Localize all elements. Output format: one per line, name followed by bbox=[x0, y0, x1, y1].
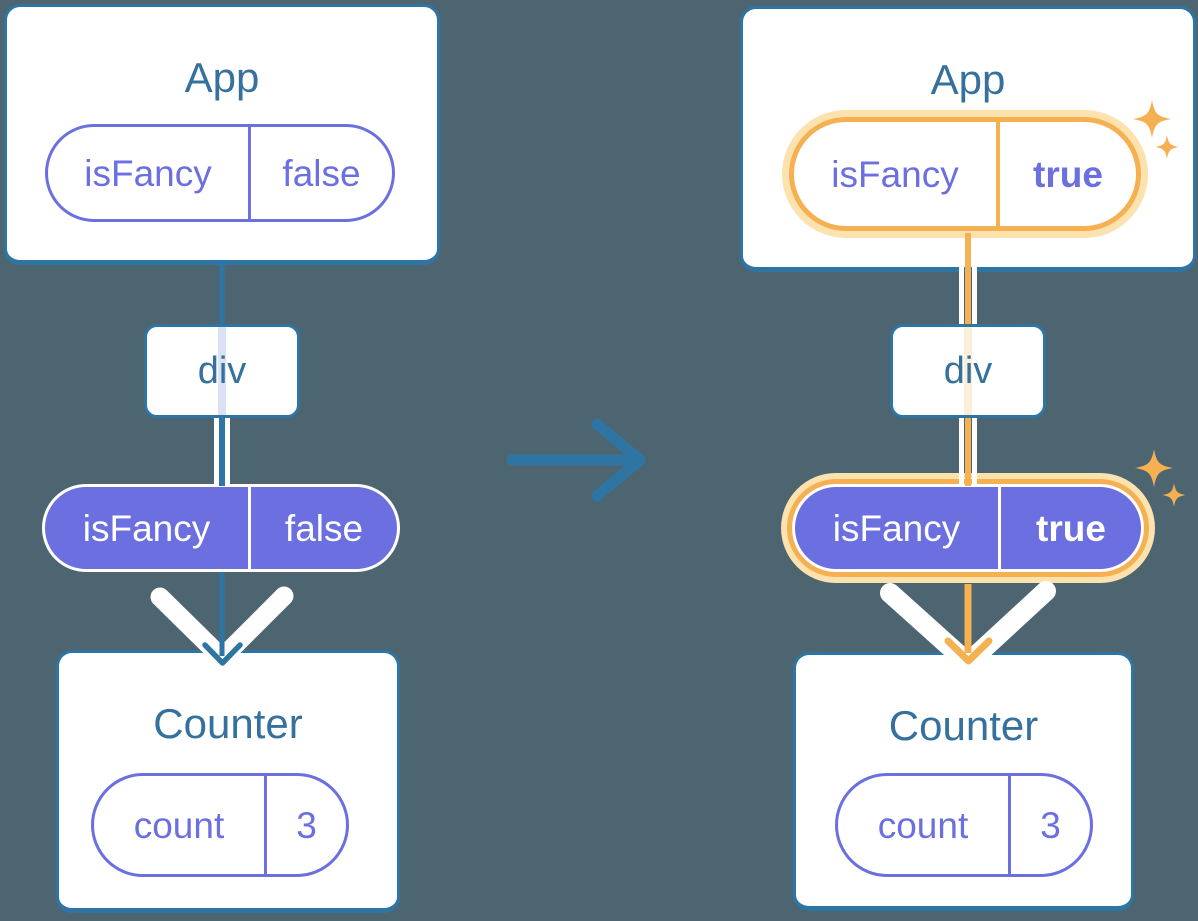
div-label: div bbox=[197, 349, 247, 392]
state-value: 3 bbox=[296, 804, 317, 846]
component-title: App bbox=[930, 56, 1006, 103]
prop-pill-isfancy-true: isFancy true bbox=[792, 484, 1144, 572]
component-title: Counter bbox=[888, 702, 1039, 749]
prop-value: true bbox=[1036, 507, 1106, 549]
prop-key: isFancy bbox=[795, 487, 1001, 569]
app-card-after: App isFancy true bbox=[740, 6, 1196, 272]
arrow-down-orange-icon bbox=[944, 584, 993, 665]
prop-flow-div-to-pill-before bbox=[214, 418, 230, 486]
state-pill-isfancy-false: isFancy false bbox=[45, 124, 395, 222]
state-pill-count: count 3 bbox=[91, 773, 349, 877]
state-key: count bbox=[94, 776, 267, 874]
state-pill-count: count 3 bbox=[835, 773, 1093, 877]
prop-key: isFancy bbox=[45, 487, 251, 569]
prop-trace-line bbox=[218, 327, 226, 415]
div-card-after: div bbox=[890, 324, 1046, 418]
state-pill-isfancy-true: isFancy true bbox=[789, 117, 1141, 231]
state-key: count bbox=[838, 776, 1011, 874]
app-card-before: App isFancy false bbox=[4, 4, 440, 265]
counter-card-after: Counter count 3 bbox=[793, 652, 1134, 911]
white-chevron-down-icon bbox=[150, 586, 294, 668]
counter-card-before: Counter count 3 bbox=[56, 650, 400, 913]
component-title: App bbox=[184, 54, 260, 101]
div-card-before: div bbox=[144, 324, 300, 418]
state-value: true bbox=[1033, 153, 1103, 195]
prop-value: false bbox=[284, 507, 364, 549]
prop-flow-div-to-pill-after bbox=[959, 418, 977, 486]
prop-trace-line bbox=[964, 327, 972, 415]
state-value: 3 bbox=[1040, 804, 1061, 846]
sparkle-stars-icon bbox=[1135, 449, 1186, 507]
prop-pill-isfancy-false: isFancy false bbox=[42, 484, 400, 572]
state-value: false bbox=[282, 152, 361, 194]
component-title: Counter bbox=[153, 700, 303, 747]
div-label: div bbox=[943, 349, 993, 392]
arrow-right-icon bbox=[506, 418, 646, 502]
state-key: isFancy bbox=[794, 122, 1000, 226]
state-key: isFancy bbox=[48, 127, 251, 219]
